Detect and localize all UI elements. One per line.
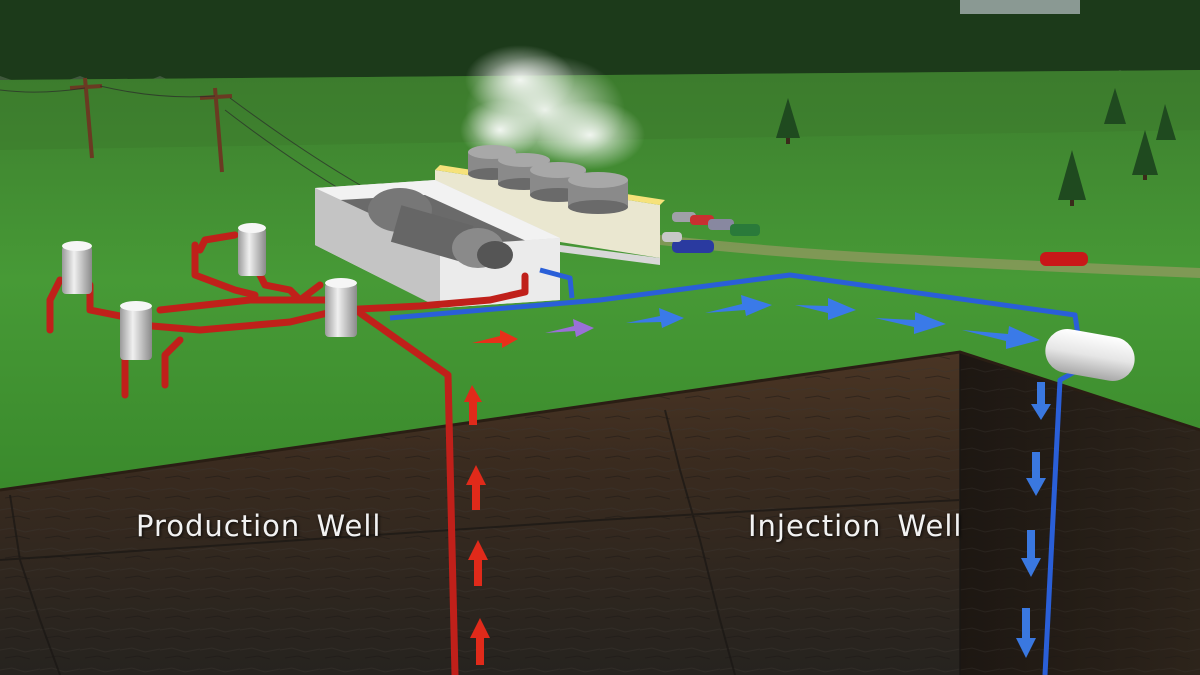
rock-fractures	[0, 352, 961, 675]
separator-tank	[325, 278, 357, 337]
tree	[1104, 88, 1126, 124]
blue-arrow-icon	[705, 295, 772, 316]
steam-plume	[460, 45, 645, 170]
parked-cars	[662, 212, 1088, 266]
blue-arrow-icon	[1016, 608, 1036, 658]
injection-tank	[1045, 329, 1135, 381]
purple-arrow-icon	[545, 319, 594, 337]
red-arrow-icon	[472, 330, 518, 348]
separator-tank	[120, 301, 152, 360]
separator-tank	[238, 223, 266, 276]
red-arrow-icon	[470, 618, 490, 665]
turbine	[368, 188, 513, 269]
red-arrow-icon	[468, 540, 488, 586]
production-well-label: Production Well	[136, 509, 382, 543]
fan-stack	[568, 172, 628, 214]
hot-water-pipes	[46, 231, 529, 675]
tree	[1156, 104, 1176, 140]
red-arrow-icon	[466, 465, 486, 510]
blue-arrow-icon	[626, 308, 684, 328]
blue-arrow-icon	[795, 298, 856, 320]
grass-field	[0, 70, 1200, 490]
turbine-house	[315, 180, 560, 308]
power-pole	[69, 77, 103, 159]
blue-arrow-icon	[1031, 382, 1051, 420]
cooling-tower-building	[435, 145, 665, 265]
blue-arrow-icon	[962, 326, 1040, 349]
sky-patch	[960, 0, 1080, 14]
blue-arrow-icon	[1021, 530, 1041, 577]
tree	[1058, 150, 1086, 206]
blue-arrow-icon	[875, 312, 946, 334]
blue-arrow-icon	[1026, 452, 1046, 496]
tree	[1132, 130, 1158, 180]
separator-tank	[62, 241, 92, 294]
injection-well-label: Injection Well	[748, 509, 963, 543]
tree	[776, 98, 800, 144]
dirt-road	[660, 235, 1200, 278]
power-pole	[199, 87, 233, 173]
red-car	[1040, 252, 1088, 266]
red-arrow-icon	[464, 385, 482, 425]
